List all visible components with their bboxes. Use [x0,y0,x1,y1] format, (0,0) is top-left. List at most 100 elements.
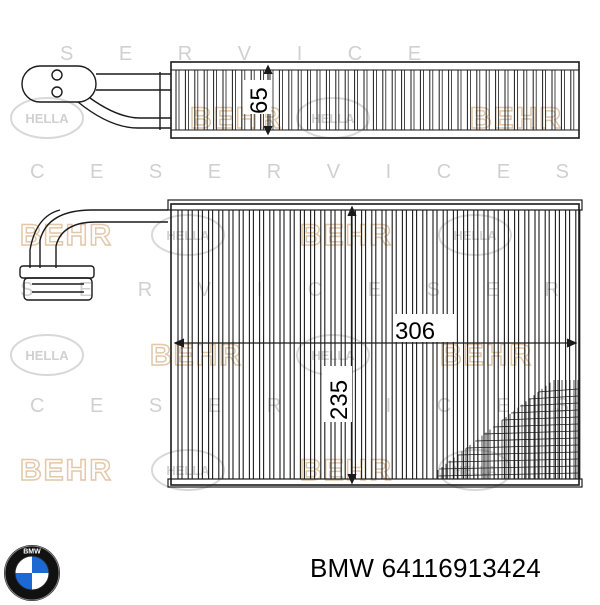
svg-text:S E R V I C E S E R V I C E: S E R V I C E S E R V I C E [20,279,600,301]
front-tube [401,210,407,479]
front-tube [452,210,458,479]
hatch-line [439,465,579,470]
top-fin [466,70,471,130]
front-tube [391,210,397,479]
front-tube [463,210,469,479]
top-fin [485,70,490,130]
front-tube [218,210,224,479]
top-fin [504,70,509,130]
top-fin [382,70,387,130]
front-tube [279,210,285,479]
top-fin [523,70,528,130]
front-tube [575,210,581,479]
top-fin [278,70,283,130]
front-tube [228,210,234,479]
top-fin [231,70,236,130]
svg-text:HELLA: HELLA [25,348,69,363]
dimension-65-label: 65 [246,87,273,114]
top-fin [551,70,556,130]
top-fin [354,70,359,130]
top-fin [391,70,396,130]
hatch-line [529,395,579,400]
front-tube [187,210,193,479]
watermark-layer: S E R V I C E C E S E R V I C E S E R V … [10,43,600,491]
top-fin [560,70,565,130]
svg-text:BEHR: BEHR [20,219,113,252]
top-fin [316,70,321,130]
hatch-line [511,409,579,414]
top-fin [419,70,424,130]
hatch-line [537,388,579,393]
front-tube [514,210,520,479]
svg-text:BEHR: BEHR [300,454,393,487]
svg-text:BEHR: BEHR [440,339,533,372]
top-fin [513,70,518,130]
svg-text:S E R V I C E: S E R V I C E [60,43,441,65]
front-tube [361,210,367,479]
evaporator-front-view: 306 235 [19,199,583,488]
top-fin [213,70,218,130]
dimension-235 [347,205,357,485]
top-fin [401,70,406,130]
front-tube [340,210,346,479]
front-tube [320,210,326,479]
hatch-line [493,423,579,428]
top-fin [448,70,453,130]
front-tube [330,210,336,479]
top-fin [288,70,293,130]
front-tube [554,210,560,479]
top-fin [457,70,462,130]
front-tube [524,210,530,479]
front-tube [473,210,479,479]
top-fin [570,70,575,130]
svg-text:HELLA: HELLA [311,111,355,126]
front-tube [248,210,254,479]
front-tube [289,210,295,479]
top-fin [184,70,189,130]
top-fin [532,70,537,130]
top-fin [438,70,443,130]
hatch-line [502,416,579,421]
top-fin [175,70,180,130]
svg-text:BEHR: BEHR [300,219,393,252]
front-tube [259,210,265,479]
front-tube [544,210,550,479]
brand-name: BMW [310,553,375,583]
front-tube [432,210,438,479]
top-fin [297,70,302,130]
top-core-outline [170,61,580,139]
front-core-hatching [437,380,579,479]
top-fin [363,70,368,130]
front-inlet-pipes [19,209,168,301]
hatch-line [448,458,579,463]
hatch-line [437,472,579,477]
front-tube [534,210,540,479]
dimension-306-label: 306 [395,318,435,345]
top-fin [335,70,340,130]
front-tube [371,210,377,479]
part-number: 64116913424 [381,553,541,583]
top-fin [325,70,330,130]
top-fin [203,70,208,130]
hatch-line [475,437,579,442]
hatch-line [520,402,579,407]
top-fin [194,70,199,130]
front-tube [208,210,214,479]
hatch-line [484,430,579,435]
front-tube [310,210,316,479]
top-core-fins [175,70,575,130]
hatch-line [457,451,579,456]
watermark-service-row: C E S E R V I C E S E R V [30,161,600,183]
front-core-outline [170,203,580,486]
hatch-line [466,444,579,449]
top-fin [495,70,500,130]
top-fin [429,70,434,130]
svg-text:HELLA: HELLA [25,111,69,126]
top-fin [222,70,227,130]
front-tube [238,210,244,479]
top-fin [542,70,546,130]
top-inlet-pipes [21,65,171,130]
svg-text:HELLA: HELLA [453,228,497,243]
front-tube [269,210,275,479]
